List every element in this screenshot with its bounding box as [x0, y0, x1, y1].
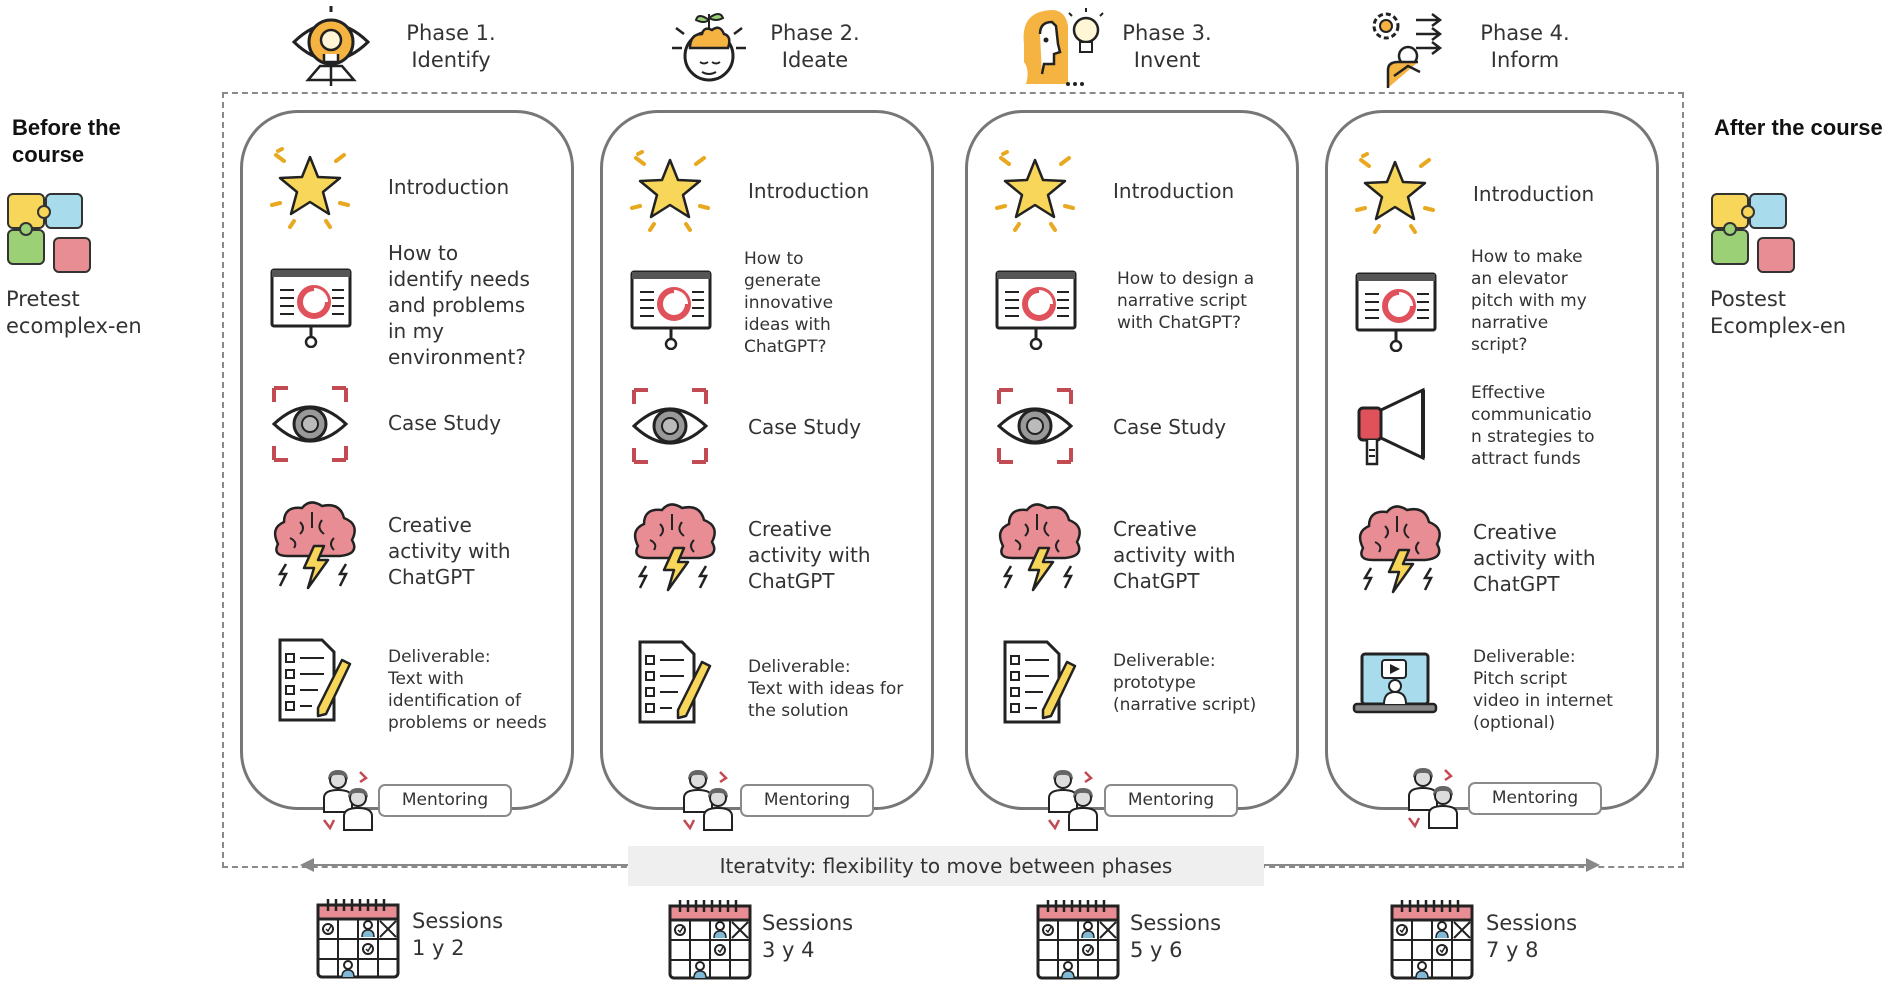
phase-3-title: Phase 3.Invent [1122, 21, 1212, 72]
arrow-right-icon [1584, 856, 1602, 878]
star-icon [1355, 152, 1435, 240]
calendar-icon [668, 898, 752, 984]
checklist-icon [272, 636, 352, 728]
brain-storm-icon [270, 498, 362, 596]
postest-label: Postest Ecomplex-en [1710, 287, 1847, 338]
phase-4-title: Phase 4.Inform [1480, 21, 1570, 72]
brain-storm-icon [1355, 502, 1447, 600]
calendar-icon [1036, 898, 1120, 984]
phase-1-introduction: Introduction [388, 175, 510, 199]
pretest-label: Pretest ecomplex-en [6, 287, 142, 338]
pretest-puzzle-icon [6, 192, 92, 280]
phase-3-introduction: Introduction [1113, 179, 1235, 203]
phase-3-case-study: Case Study [1113, 415, 1227, 439]
brain-storm-icon [630, 500, 722, 598]
phase-4-introduction: Introduction [1473, 182, 1595, 206]
before-course-title: Before the course [12, 115, 121, 167]
idea-eye-icon [290, 6, 372, 92]
gear-person-icon [1366, 6, 1450, 94]
phase-2-case-study: Case Study [748, 415, 862, 439]
calendar-icon [316, 897, 400, 983]
phase-1-case-study: Case Study [388, 411, 502, 435]
mentors-icon [320, 768, 376, 838]
checklist-icon [997, 638, 1077, 730]
mentors-icon [1405, 766, 1461, 836]
megaphone-icon [1353, 384, 1433, 472]
star-icon [630, 150, 710, 238]
checklist-icon [632, 638, 712, 730]
after-course-title: After the course [1714, 115, 1883, 140]
mind-plant-icon [668, 8, 750, 94]
mentors-icon [1045, 768, 1101, 838]
arrow-left-icon [298, 856, 316, 878]
phase-1-title: Phase 1.Identify [406, 21, 496, 72]
phase-3-mentoring-badge: Mentoring [1104, 784, 1238, 817]
phase-3-deliverable: Deliverable:prototype(narrative script) [1113, 651, 1257, 715]
phase-2-introduction: Introduction [748, 179, 870, 203]
presentation-icon [628, 264, 714, 354]
presentation-icon [1353, 266, 1439, 356]
eye-focus-icon [270, 384, 350, 468]
postest-puzzle-icon [1710, 192, 1796, 280]
mentors-icon [680, 768, 736, 838]
star-icon [270, 147, 350, 235]
video-laptop-icon [1352, 646, 1438, 720]
iterativity-label: Iteratvity: flexibility to move between … [628, 846, 1264, 886]
star-icon [995, 150, 1075, 238]
phase-2-title: Phase 2.Ideate [770, 21, 860, 72]
eye-focus-icon [630, 386, 710, 470]
phase-2-mentoring-badge: Mentoring [740, 784, 874, 817]
calendar-icon [1390, 898, 1474, 984]
eye-focus-icon [995, 386, 1075, 470]
brain-storm-icon [995, 500, 1087, 598]
presentation-icon [268, 262, 354, 352]
thinking-head-icon [1014, 4, 1104, 94]
phase-4-mentoring-badge: Mentoring [1468, 782, 1602, 815]
phase-1-mentoring-badge: Mentoring [378, 784, 512, 817]
presentation-icon [993, 264, 1079, 354]
